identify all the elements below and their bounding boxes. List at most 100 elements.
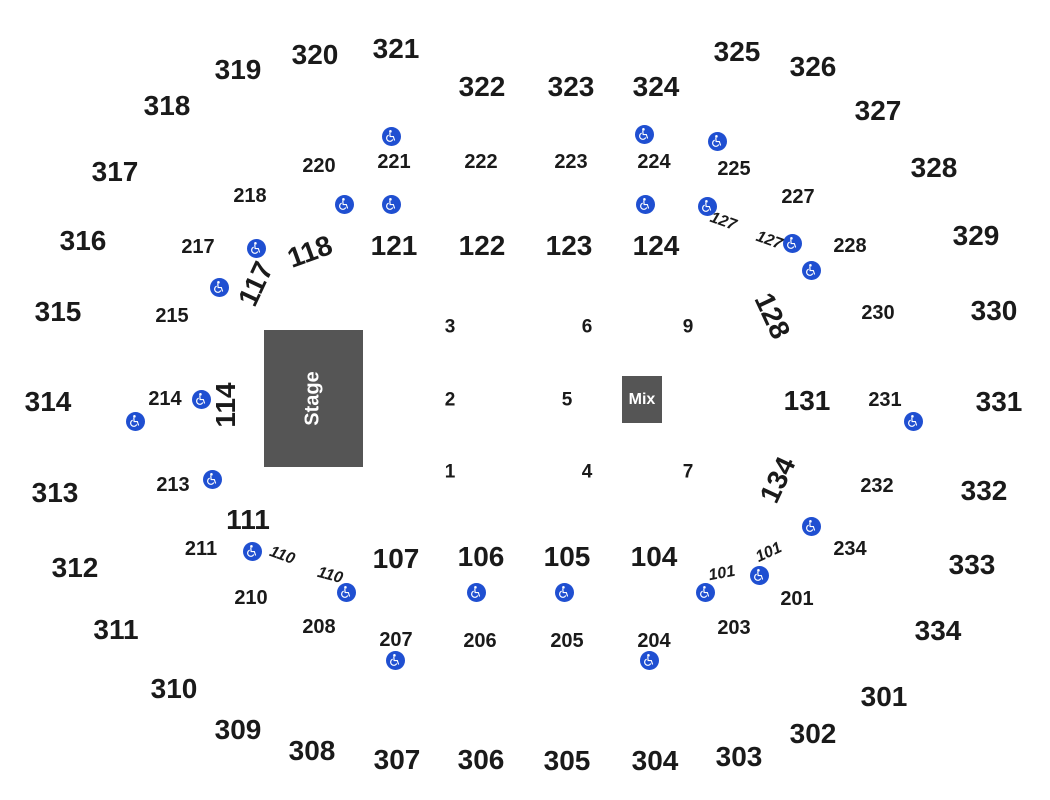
section-231[interactable]: 231: [868, 389, 902, 411]
section-323[interactable]: 323: [547, 71, 595, 102]
section-309[interactable]: 309: [214, 714, 262, 745]
section-301[interactable]: 301: [860, 681, 908, 712]
section-111[interactable]: 111: [226, 504, 270, 535]
section-333[interactable]: 333: [948, 549, 996, 580]
section-308[interactable]: 308: [288, 735, 336, 766]
wheelchair-icon: [334, 194, 354, 214]
section-122[interactable]: 122: [458, 230, 506, 261]
section-213[interactable]: 213: [156, 474, 190, 496]
section-315[interactable]: 315: [34, 296, 82, 327]
section-312[interactable]: 312: [51, 552, 99, 583]
section-211[interactable]: 211: [184, 538, 218, 560]
wheelchair-icon: [381, 126, 401, 146]
wheelchair-icon: [635, 194, 655, 214]
section-206[interactable]: 206: [463, 630, 497, 652]
wheelchair-icon: [202, 469, 222, 489]
section-215[interactable]: 215: [155, 305, 189, 327]
section-304[interactable]: 304: [631, 745, 679, 776]
section-104[interactable]: 104: [630, 541, 678, 572]
floor-section-1[interactable]: 1: [444, 461, 456, 483]
section-319[interactable]: 319: [214, 54, 262, 85]
section-205[interactable]: 205: [550, 630, 584, 652]
section-124[interactable]: 124: [632, 230, 680, 261]
section-328[interactable]: 328: [910, 152, 958, 183]
wheelchair-icon: [782, 233, 802, 253]
section-314[interactable]: 314: [24, 386, 72, 417]
section-326[interactable]: 326: [789, 51, 837, 82]
wheelchair-icon: [801, 260, 821, 280]
section-310[interactable]: 310: [150, 673, 198, 704]
section-127-label[interactable]: 127: [753, 227, 785, 254]
section-322[interactable]: 322: [458, 71, 506, 102]
section-313[interactable]: 313: [31, 477, 79, 508]
section-320[interactable]: 320: [291, 39, 339, 70]
section-204[interactable]: 204: [637, 630, 671, 652]
section-223[interactable]: 223: [554, 151, 588, 173]
section-117[interactable]: 117: [231, 256, 280, 311]
section-334[interactable]: 334: [914, 615, 962, 646]
section-210[interactable]: 210: [234, 587, 268, 609]
wheelchair-icon: [903, 411, 923, 431]
section-201[interactable]: 201: [780, 588, 814, 610]
section-321[interactable]: 321: [372, 33, 420, 64]
section-217[interactable]: 217: [181, 236, 215, 258]
section-101-label[interactable]: 101: [753, 539, 785, 566]
section-134[interactable]: 134: [753, 452, 802, 508]
floor-section-7[interactable]: 7: [682, 461, 694, 483]
section-227[interactable]: 227: [781, 186, 815, 208]
section-114[interactable]: 114: [210, 382, 241, 428]
section-329[interactable]: 329: [952, 220, 1000, 251]
section-225[interactable]: 225: [717, 158, 751, 180]
section-307[interactable]: 307: [373, 744, 421, 775]
section-327[interactable]: 327: [854, 95, 902, 126]
section-324[interactable]: 324: [632, 71, 680, 102]
section-234[interactable]: 234: [833, 538, 867, 560]
section-101-label[interactable]: 101: [707, 562, 737, 585]
wheelchair-icon: [801, 516, 821, 536]
section-208[interactable]: 208: [302, 616, 336, 638]
floor-section-6[interactable]: 6: [581, 316, 593, 338]
section-305[interactable]: 305: [543, 745, 591, 776]
section-302[interactable]: 302: [789, 718, 837, 749]
section-325[interactable]: 325: [713, 36, 761, 67]
section-218[interactable]: 218: [233, 185, 267, 207]
wheelchair-icon: [749, 565, 769, 585]
section-123[interactable]: 123: [545, 230, 593, 261]
section-131[interactable]: 131: [783, 385, 831, 416]
floor-section-2[interactable]: 2: [444, 389, 456, 411]
section-121[interactable]: 121: [370, 230, 418, 261]
section-317[interactable]: 317: [91, 156, 139, 187]
section-318[interactable]: 318: [143, 90, 191, 121]
section-106[interactable]: 106: [457, 541, 505, 572]
section-230[interactable]: 230: [861, 302, 895, 324]
section-303[interactable]: 303: [715, 741, 763, 772]
wheelchair-icon: [466, 582, 486, 602]
stage: Stage: [264, 330, 363, 467]
section-224[interactable]: 224: [637, 151, 671, 173]
section-222[interactable]: 222: [464, 151, 498, 173]
section-306[interactable]: 306: [457, 744, 505, 775]
section-207[interactable]: 207: [379, 629, 413, 651]
section-220[interactable]: 220: [302, 155, 336, 177]
floor-section-3[interactable]: 3: [444, 316, 456, 338]
section-110-label[interactable]: 110: [267, 543, 298, 568]
section-214[interactable]: 214: [148, 388, 182, 410]
section-232[interactable]: 232: [860, 475, 894, 497]
section-221[interactable]: 221: [377, 151, 411, 173]
floor-section-4[interactable]: 4: [581, 461, 593, 483]
section-128[interactable]: 128: [748, 288, 797, 344]
floor-section-5[interactable]: 5: [561, 389, 573, 411]
section-330[interactable]: 330: [970, 295, 1018, 326]
wheelchair-icon: [381, 194, 401, 214]
section-118[interactable]: 118: [283, 229, 337, 274]
wheelchair-icon: [634, 124, 654, 144]
section-316[interactable]: 316: [59, 225, 107, 256]
section-311[interactable]: 311: [93, 614, 139, 645]
section-107[interactable]: 107: [372, 543, 420, 574]
section-332[interactable]: 332: [960, 475, 1008, 506]
floor-section-9[interactable]: 9: [682, 316, 694, 338]
section-228[interactable]: 228: [833, 235, 867, 257]
section-331[interactable]: 331: [975, 386, 1023, 417]
section-105[interactable]: 105: [543, 541, 591, 572]
section-203[interactable]: 203: [717, 617, 751, 639]
